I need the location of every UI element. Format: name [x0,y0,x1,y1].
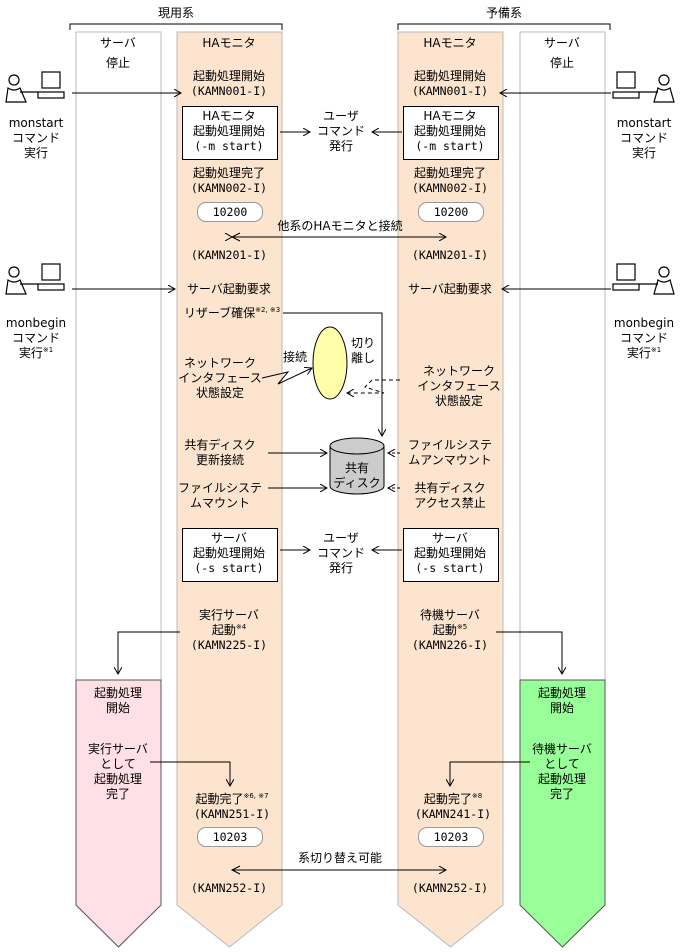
active-server-header: サーバ [100,36,136,50]
active-srv-start-box [182,528,278,582]
active-net-setting: ネットワークインタフェース状態設定 [178,356,262,400]
operator-icon-left-top [5,71,65,103]
standby-srv-begin: 起動処理開始 [537,686,587,715]
active-code-10200: 10200 [197,202,263,222]
connect-label: 接続 [282,350,308,364]
standby-net-setting: ネットワークインタフェース状態設定 [417,364,501,408]
standby-ha-start-text: HAモニタ起動処理開始(-m start) [413,109,487,153]
active-kamn252: (KAMN252-I) [190,881,268,895]
disk-access-deny: 共有ディスクアクセス禁止 [414,481,486,510]
standby-code-10203: 10203 [418,827,484,847]
shared-disk-label: 共有ディスク [333,461,381,490]
reserve-acquire: リザーブ確保※2, ※3 [183,306,281,320]
wait-server-start: 待機サーバ起動※5(KAMN226-I) [411,608,489,652]
standby-server-header: サーバ [544,36,580,50]
as-exec-server-done: 実行サーバとして起動処理完了 [88,742,148,801]
active-code-10203: 10203 [197,827,263,847]
standby-server-stop: 停止 [549,56,575,70]
switch-possible: 系切り替え可能 [297,851,383,865]
standby-ha-start-box [403,106,499,160]
standby-code-10200: 10200 [418,202,484,222]
active-bracket [69,23,283,30]
user-command-mid: ユーザコマンド発行 [316,531,366,575]
active-server-process [75,679,162,948]
active-srv-begin: 起動処理開始 [93,686,143,715]
active-ha-start-box [182,106,278,160]
user-command-top: ユーザコマンド発行 [316,109,366,153]
standby-ha-column [397,31,504,948]
standby-srv-start-box [403,528,499,582]
active-srv-start-text: サーバ起動処理開始(-s start) [192,531,266,575]
active-system-label: 現用系 [157,6,195,20]
disconnect-label: 切り離し [350,336,376,365]
active-server-start-request: サーバ起動要求 [187,282,271,296]
standby-kamn252: (KAMN252-I) [411,881,489,895]
active-server-column [75,31,162,681]
active-server-stop: 停止 [105,56,131,70]
standby-server-column [519,31,606,681]
standby-system-label: 予備系 [485,6,523,20]
active-ha-column [176,31,283,948]
standby-bracket [397,23,611,30]
exec-server-start: 実行サーバ起動※4(KAMN225-I) [190,608,268,652]
standby-start-done: 起動処理完了(KAMN002-I) [411,166,489,195]
standby-kamn201: (KAMN201-I) [411,248,489,262]
standby-server-start-request: サーバ起動要求 [408,282,492,296]
standby-start-begin: 起動処理開始(KAMN001-I) [411,69,489,98]
disk-update-connect: 共有ディスク更新接続 [184,438,256,467]
fs-unmount: ファイルシステムアンマウント [407,438,493,467]
active-start-begin: 起動処理開始(KAMN001-I) [190,69,268,98]
fs-mount: ファイルシステムマウント [177,481,263,510]
operator-icon-right-mid [612,263,675,295]
shared-disk-cylinder [329,437,385,495]
active-ha-start-text: HAモニタ起動処理開始(-m start) [192,109,266,153]
nic-ellipse [312,326,348,400]
operator-icon-right-top [612,71,675,103]
as-wait-server-done: 待機サーバとして起動処理完了 [532,742,592,801]
connect-other-ha: 他系のHAモニタと接続 [277,219,403,233]
operator-icon-left-mid [5,263,65,295]
standby-server-process [519,679,606,948]
active-kamn201: (KAMN201-I) [190,248,268,262]
standby-ha-header: HAモニタ [423,36,477,50]
active-start-done: 起動処理完了(KAMN002-I) [190,166,268,195]
active-complete: 起動完了※6, ※7(KAMN251-I) [193,792,271,821]
standby-srv-start-text: サーバ起動処理開始(-s start) [413,531,487,575]
standby-complete: 起動完了※8(KAMN241-I) [414,792,492,821]
active-ha-header: HAモニタ [202,36,256,50]
